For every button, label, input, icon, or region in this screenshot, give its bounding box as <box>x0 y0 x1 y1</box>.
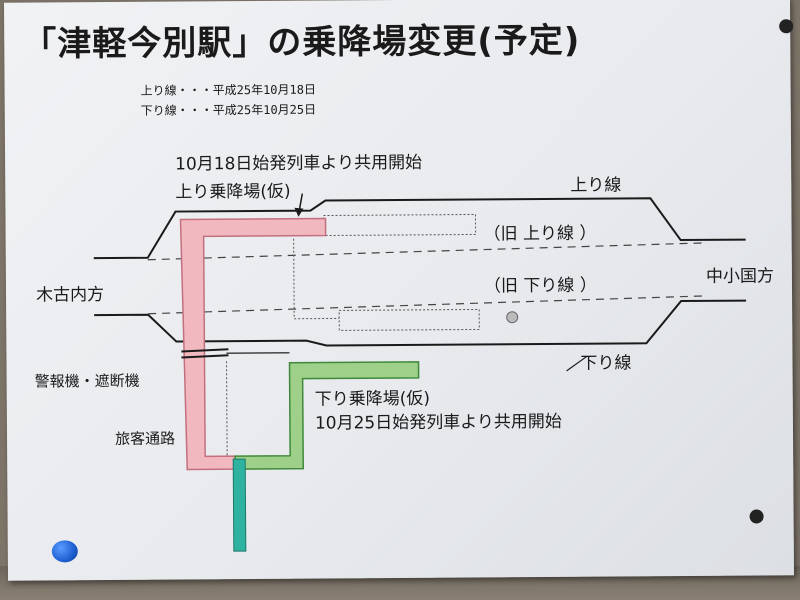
passage-label: 旅客通路 <box>114 429 176 448</box>
old-down-platform <box>338 308 480 331</box>
crossing-label: 警報機・遮断機 <box>34 371 140 391</box>
pin-top-right <box>779 19 794 34</box>
notice-sheet: 「津軽今別駅」の乗降場変更(予定) 上り線・・・平成25年10月18日 下り線・… <box>3 0 795 581</box>
barrier-line-1 <box>181 348 229 353</box>
up-platform-note: 10月18日始発列車より共用開始 <box>175 152 423 175</box>
old-up-line <box>147 242 706 261</box>
up-line-track <box>93 197 746 260</box>
old-down-line <box>148 295 707 315</box>
pin-blue <box>51 540 78 563</box>
old-up-platform <box>322 213 477 237</box>
pin-center <box>506 311 519 324</box>
up-line-label: 上り線 <box>570 175 622 196</box>
up-platform-name: 上り乗降場(仮) <box>175 181 291 203</box>
direction-left: 木古内方 <box>35 285 105 306</box>
old-passage <box>293 238 340 320</box>
pointer-arrowhead <box>294 207 304 217</box>
old-passage-2 <box>225 361 228 457</box>
pin-bottom-right <box>749 509 764 524</box>
down-platform-note: 10月25日始発列車より共用開始 <box>314 411 562 434</box>
down-line-label-tick <box>566 356 587 372</box>
direction-right: 中小国方 <box>705 266 774 287</box>
passage-walkway <box>232 458 247 552</box>
down-line-track <box>94 299 747 347</box>
old-down-line-label: （旧 下り線 ） <box>483 275 597 297</box>
down-temp-platform <box>234 361 420 470</box>
up-temp-platform <box>179 217 327 471</box>
barrier-line-2 <box>181 354 229 359</box>
track-diagram <box>93 193 747 552</box>
down-platform-name: 下り乗降場(仮) <box>314 388 431 410</box>
down-line-label: 下り線 <box>580 353 632 374</box>
old-up-line-label: （旧 上り線 ） <box>483 223 597 245</box>
